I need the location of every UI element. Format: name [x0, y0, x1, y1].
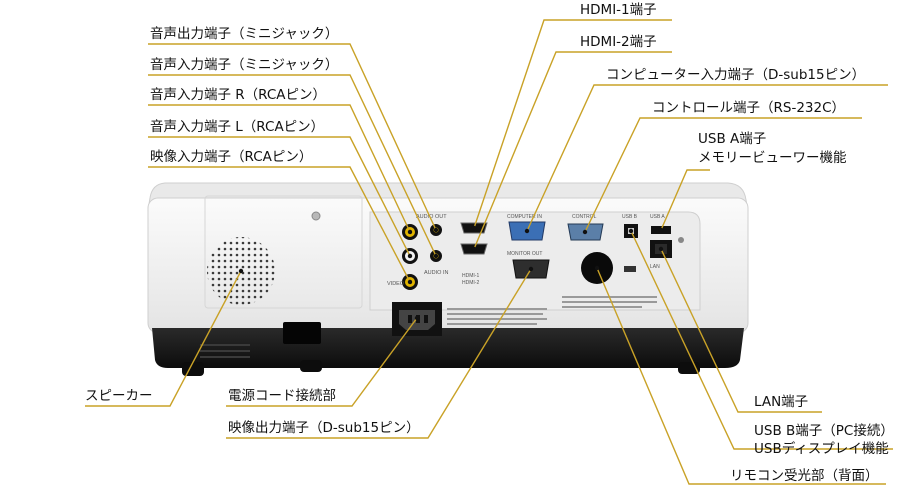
label-usb-b-1: USB B端子（PC接続）: [754, 423, 894, 439]
panel-label-lan: LAN: [650, 264, 660, 270]
label-audio-out: 音声出力端子（ミニジャック）: [150, 26, 339, 42]
label-speaker: スピーカー: [85, 388, 153, 404]
label-hdmi2: HDMI-2端子: [580, 34, 657, 50]
foot-right: [678, 362, 700, 374]
base-vent: [200, 344, 250, 358]
leader-power: [226, 317, 418, 407]
leader-audio-l: [148, 136, 411, 257]
panel-label-monitor-out: MONITOR OUT: [507, 251, 542, 257]
leader-audio-r: [148, 104, 411, 233]
label-lan: LAN端子: [754, 394, 809, 410]
leader-audio-in: [148, 74, 437, 257]
leader-dots: [238, 225, 664, 321]
panel-label-control: CONTROL: [572, 214, 597, 220]
label-power: 電源コード接続部: [228, 388, 336, 404]
label-video-in: 映像入力端子（RCAピン）: [150, 149, 313, 165]
lamp-cover: [204, 195, 363, 309]
leader-hdmi1: [473, 19, 672, 229]
leader-computer-in: [526, 84, 888, 232]
leader-control: [584, 117, 862, 233]
label-usb-a-1: USB A端子: [698, 131, 767, 147]
leader-speaker: [85, 270, 242, 407]
projector-base: [152, 328, 744, 368]
panel-label-video: VIDEO: [387, 281, 405, 287]
leader-audio-out: [148, 43, 437, 231]
panel-screw: [678, 237, 684, 243]
label-monitor-out: 映像出力端子（D-sub15ピン）: [228, 420, 420, 436]
label-audio-r: 音声入力端子 R（RCAピン）: [150, 87, 327, 103]
foot-mid: [300, 360, 322, 372]
label-remote: リモコン受光部（背面）: [730, 468, 879, 484]
leader-hdmi2: [473, 51, 672, 250]
leader-lan: [660, 248, 822, 413]
label-computer-in: コンピューター入力端子（D-sub15ピン）: [606, 67, 866, 83]
base-slot: [283, 322, 321, 344]
panel-label-computer-in: COMPUTER IN: [507, 214, 542, 220]
label-usb-b-2: USBディスプレイ機能: [754, 441, 889, 457]
panel-label-hdmi1: HDMI-1: [462, 273, 479, 279]
label-usb-a-2: メモリービューワー機能: [698, 150, 847, 166]
leader-usb-a: [660, 169, 710, 231]
leader-video: [148, 166, 411, 283]
label-control: コントロール端子（RS-232C）: [652, 100, 846, 116]
foot-left: [182, 362, 204, 376]
cover-screw: [311, 211, 321, 221]
panel-label-usb-b: USB B: [622, 214, 638, 220]
panel-label-audio-out: AUDIO OUT: [416, 214, 447, 220]
label-audio-l: 音声入力端子 L（RCAピン）: [150, 119, 325, 135]
leader-remote: [596, 267, 886, 485]
security-slot: [624, 266, 636, 272]
panel-label-usb-a: USB A: [650, 214, 665, 220]
leader-lines: [85, 19, 893, 485]
label-hdmi1: HDMI-1端子: [580, 2, 657, 18]
panel-label-audio-in: AUDIO IN: [424, 270, 448, 276]
leader-monitor-out: [226, 268, 532, 439]
label-audio-in: 音声入力端子（ミニジャック）: [150, 57, 339, 73]
panel-label-hdmi2: HDMI-2: [462, 280, 479, 286]
leader-usb-b: [630, 230, 893, 450]
